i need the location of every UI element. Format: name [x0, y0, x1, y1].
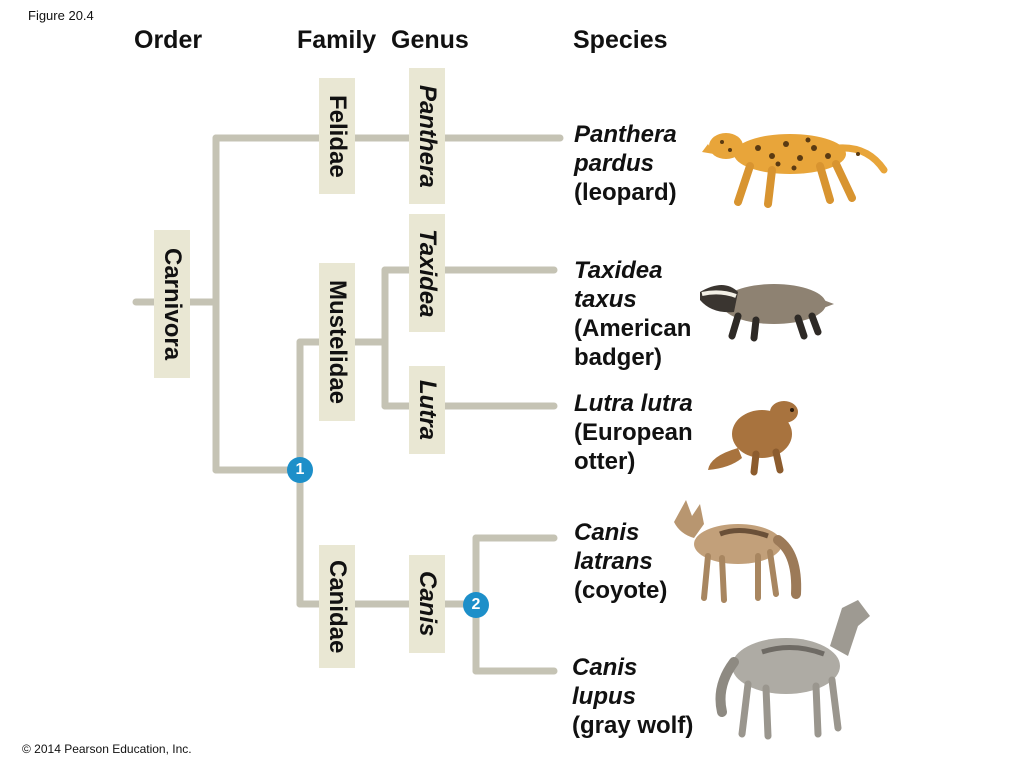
otter-icon	[708, 401, 798, 476]
order-carnivora: Carnivora	[154, 230, 190, 378]
node-badge-2: 2	[463, 592, 489, 618]
genus-taxidea: Taxidea	[409, 214, 445, 332]
wolf-icon	[715, 600, 870, 740]
node-badge-1: 1	[287, 457, 313, 483]
species-coyote: Canis latrans (coyote)	[574, 519, 668, 604]
species-wolf: Canis lupus (gray wolf)	[572, 654, 694, 739]
genus-lutra: Lutra	[409, 366, 445, 454]
header-genus: Genus	[391, 26, 469, 54]
family-felidae: Felidae	[319, 78, 355, 194]
coyote-icon	[674, 500, 802, 603]
figure-label: Figure 20.4	[28, 8, 94, 23]
header-species: Species	[573, 26, 668, 54]
header-order: Order	[134, 26, 203, 54]
genus-panthera: Panthera	[409, 68, 445, 204]
copyright-notice: © 2014 Pearson Education, Inc.	[22, 742, 192, 756]
leopard-icon	[702, 133, 888, 208]
header-family: Family	[297, 26, 377, 54]
species-badger: Taxidea taxus (American badger)	[574, 257, 692, 371]
species-otter: Lutra lutra (European otter)	[574, 390, 693, 475]
family-mustelidae: Mustelidae	[319, 263, 355, 421]
family-canidae: Canidae	[319, 545, 355, 668]
species-leopard: Panthera pardus (leopard)	[574, 121, 677, 206]
badger-icon	[700, 284, 834, 342]
genus-canis: Canis	[409, 555, 445, 653]
